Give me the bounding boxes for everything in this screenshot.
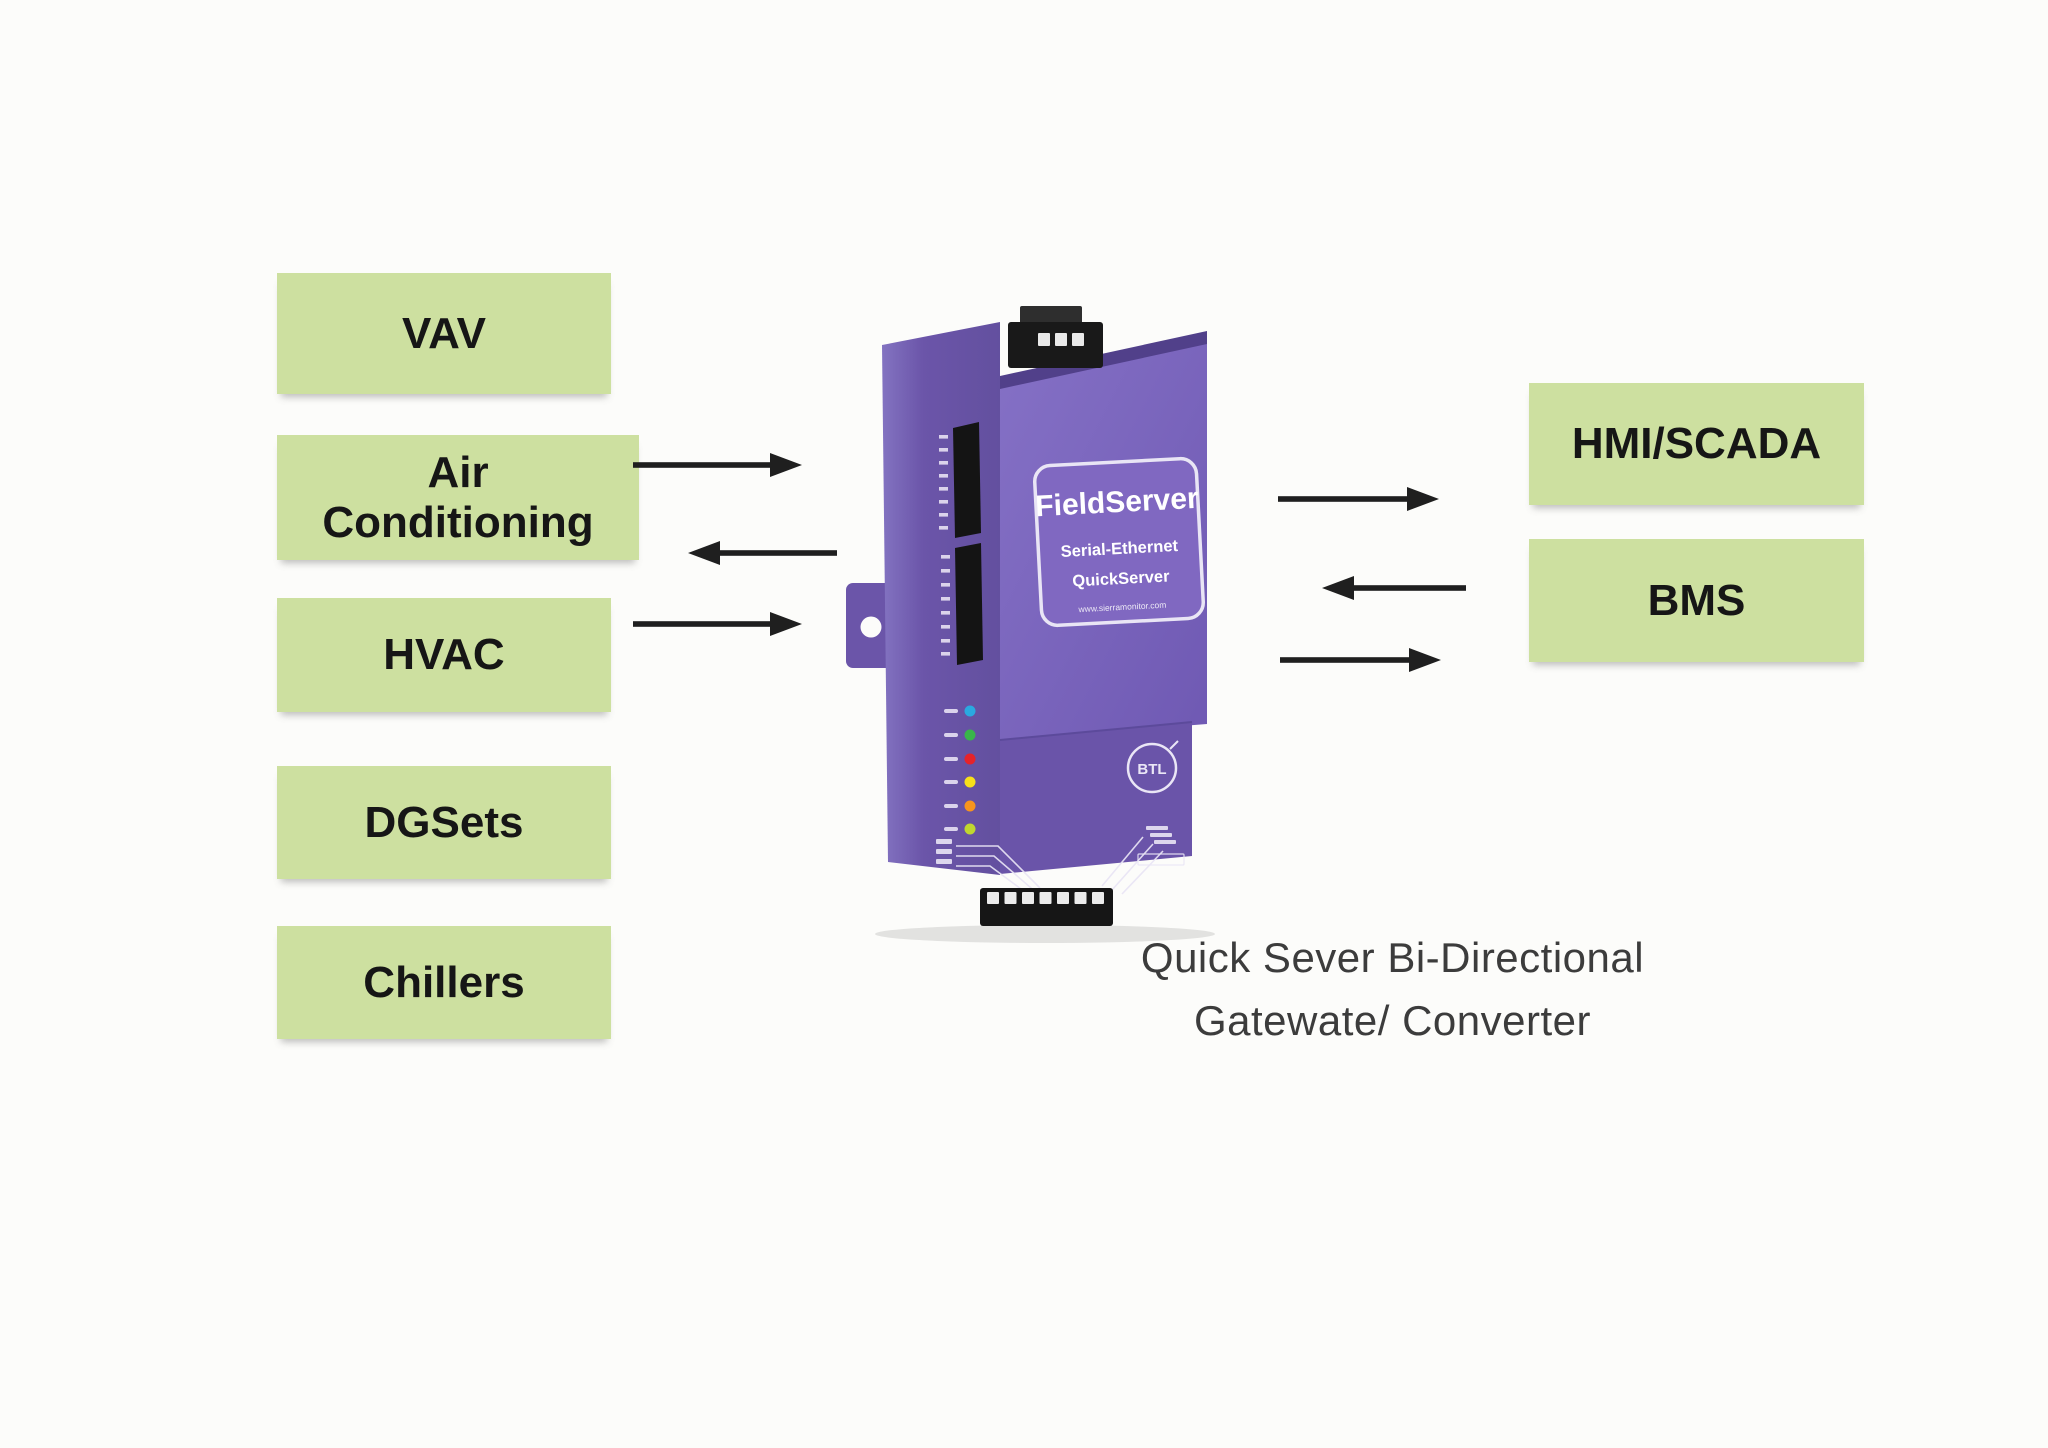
arrow-right-icon: [633, 453, 802, 477]
quickserver-device-image: FieldServer Serial-Ethernet QuickServer …: [846, 306, 1215, 943]
box-bms-label: BMS: [1647, 575, 1746, 625]
caption-line2: Gatewate/ Converter: [1193, 997, 1591, 1044]
box-air-conditioning: Air Conditioning: [277, 435, 639, 560]
arrow-right-icon: [1280, 648, 1441, 672]
box-hvac-label: HVAC: [383, 630, 505, 680]
led-red: [964, 753, 976, 765]
connector-tick-marks: [939, 435, 950, 656]
led-column: [944, 705, 976, 835]
arrow-right-icon: [1278, 487, 1439, 511]
box-hvac: HVAC: [277, 598, 611, 712]
device-caption: Quick Sever Bi-Directional Gatewate/ Con…: [1120, 926, 1665, 1052]
btl-badge-icon: BTL: [1126, 740, 1179, 794]
device-top-bevel: [1000, 331, 1207, 389]
device-lower-panel: [1000, 722, 1192, 874]
btl-badge-text: BTL: [1137, 761, 1166, 778]
arrow-left-icon: [1322, 576, 1466, 600]
box-air-conditioning-label: Air Conditioning: [322, 448, 594, 547]
device-model-line2: QuickServer: [1072, 567, 1171, 590]
led-yellow: [964, 776, 976, 788]
terminal-block-bottom: [980, 888, 1113, 926]
side-connector-upper: [953, 422, 981, 538]
device-shadow: [875, 925, 1215, 943]
led-lime: [964, 823, 976, 835]
arrow-left-icon: [688, 541, 837, 565]
box-dgsets: DGSets: [277, 766, 611, 879]
box-bms: BMS: [1529, 539, 1864, 662]
led-blue: [964, 705, 976, 717]
box-hmi-scada: HMI/SCADA: [1529, 383, 1864, 505]
device-url: www.sierramonitor.com: [1077, 600, 1166, 615]
device-label: FieldServer Serial-Ethernet QuickServer …: [1032, 456, 1206, 628]
led-green: [964, 729, 976, 741]
box-vav: VAV: [277, 273, 611, 394]
trace-labels: [936, 826, 1185, 866]
caption-line1: Quick Sever Bi-Directional: [1140, 934, 1645, 981]
terminal-block-top: [1008, 306, 1103, 368]
side-connector-lower: [955, 543, 983, 665]
box-vav-label: VAV: [402, 308, 486, 358]
box-hmi-scada-label: HMI/SCADA: [1571, 419, 1822, 469]
arrow-right-icon: [633, 612, 802, 636]
box-chillers-label: Chillers: [363, 957, 525, 1007]
led-orange: [964, 800, 976, 812]
box-dgsets-label: DGSets: [364, 797, 524, 847]
box-chillers: Chillers: [277, 926, 611, 1039]
